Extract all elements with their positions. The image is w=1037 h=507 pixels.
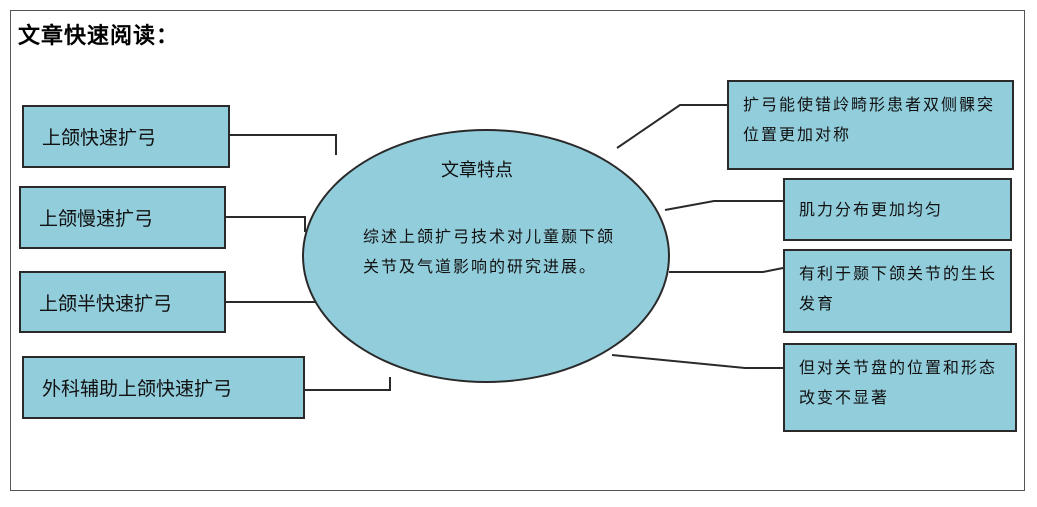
left-box-label: 上颌慢速扩弓 xyxy=(39,208,154,230)
connector-left-4 xyxy=(305,377,391,391)
connector-left-1 xyxy=(230,134,337,155)
left-box-label: 上颌快速扩弓 xyxy=(42,127,157,149)
right-box-1: 扩弓能使错㱓畸形患者双侧髁突位置更加对称 xyxy=(727,80,1014,170)
left-box-4: 外科辅助上颌快速扩弓 xyxy=(22,356,305,419)
connector-right-1 xyxy=(616,104,727,149)
right-box-4: 但对关节盘的位置和形态改变不显著 xyxy=(783,343,1017,432)
left-box-label: 外科辅助上颌快速扩弓 xyxy=(42,378,233,400)
center-ellipse xyxy=(302,129,670,383)
left-box-3: 上颌半快速扩弓 xyxy=(19,271,226,333)
connector-left-2 xyxy=(226,216,306,232)
left-box-1: 上颌快速扩弓 xyxy=(22,105,230,168)
right-box-label: 扩弓能使错㱓畸形患者双侧髁突位置更加对称 xyxy=(743,95,996,144)
right-box-label: 肌力分布更加均匀 xyxy=(799,199,944,219)
connector-right-3 xyxy=(669,267,784,273)
connector-right-2 xyxy=(664,200,783,211)
right-box-label: 但对关节盘的位置和形态改变不显著 xyxy=(799,358,998,407)
left-box-label: 上颌半快速扩弓 xyxy=(39,292,173,315)
diagram-frame xyxy=(10,10,1025,491)
page-heading: 文章快速阅读： xyxy=(18,24,180,49)
right-box-3: 有利于颞下颌关节的生长发育 xyxy=(783,249,1012,333)
right-box-label: 有利于颞下颌关节的生长发育 xyxy=(799,264,998,313)
connector-right-4 xyxy=(611,354,783,369)
center-body: 综述上颌扩弓技术对儿童颞下颌关节及气道影响的研究进展。 xyxy=(363,227,616,276)
right-box-2: 肌力分布更加均匀 xyxy=(783,178,1012,241)
center-title: 文章特点 xyxy=(441,160,513,181)
left-box-2: 上颌慢速扩弓 xyxy=(19,186,226,249)
